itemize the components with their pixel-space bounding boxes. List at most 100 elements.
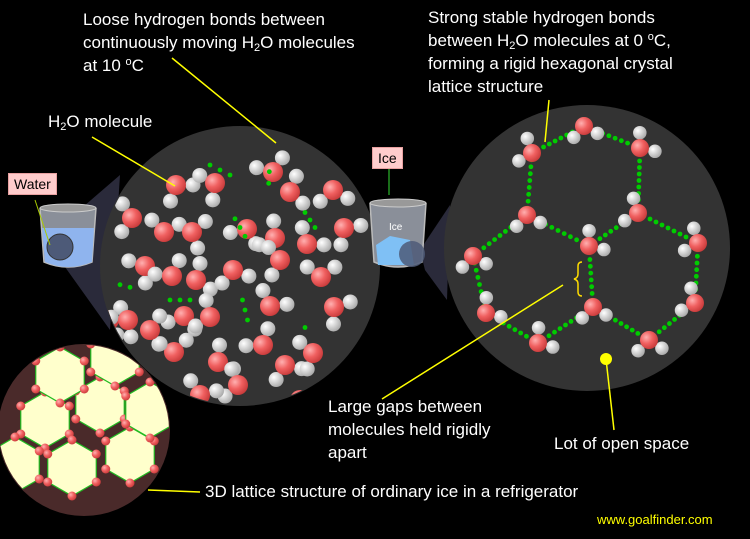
- hydrogen-atom: [260, 321, 276, 337]
- oxygen-atom: [270, 250, 290, 270]
- hydrogen-bond-dot: [653, 219, 659, 225]
- oxygen-atom: [162, 266, 182, 286]
- hydrogen-bond-dot: [612, 135, 618, 141]
- hydrogen-bond-dot: [558, 135, 564, 141]
- open-space-caption: Lot of open space: [554, 434, 690, 453]
- website-link[interactable]: www.goalfinder.com: [597, 512, 713, 527]
- hydrogen-bond-dot: [492, 237, 497, 243]
- water-molecule: [529, 320, 560, 354]
- lattice-atom: [134, 367, 144, 377]
- hydrogen-bond-dot: [694, 260, 700, 266]
- hydrogen-atom: [114, 224, 130, 240]
- hydrogen-bond-dot: [527, 178, 533, 183]
- hydrogen-bond-dot: [661, 325, 667, 331]
- hydrogen-bond-dot: [636, 171, 642, 177]
- hydrogen-bond-dot: [552, 138, 558, 144]
- caption-line: at 10 oC: [83, 54, 355, 77]
- water-molecule: [186, 255, 218, 297]
- water-molecule: [618, 191, 647, 228]
- hydrogen-atom: [626, 191, 641, 206]
- oxygen-atom: [205, 173, 225, 193]
- loose-bonds-caption: Loose hydrogen bonds between continuousl…: [83, 8, 355, 77]
- beaker-ice-label: Ice: [389, 222, 403, 233]
- hydrogen-bond-dot: [473, 267, 479, 273]
- hydrogen-bond-dot: [636, 184, 642, 190]
- hydrogen-atom: [575, 311, 589, 325]
- text: H: [48, 112, 61, 131]
- hydrogen-bond-dot: [589, 291, 595, 296]
- lattice-atom: [86, 345, 96, 349]
- hydrogen-bond-dot: [481, 245, 487, 251]
- lattice-atom: [91, 477, 101, 487]
- hydrogen-atom: [494, 310, 508, 324]
- lattice-atom: [110, 381, 120, 391]
- hydrogen-bond-dot: [217, 167, 223, 173]
- oxygen-atom: [631, 139, 649, 157]
- text: between H: [428, 31, 510, 50]
- hydrogen-bond-dot: [555, 228, 561, 233]
- water-molecule: [580, 223, 611, 257]
- hydrogen-bond-dot: [541, 144, 546, 150]
- hydrogen-bond-dot: [232, 216, 238, 222]
- caption-line: between H2O molecules at 0 oC,: [428, 29, 673, 52]
- lattice-atom: [71, 414, 81, 424]
- hydrogen-bond-dot: [187, 297, 193, 303]
- hydrogen-bond-dot: [597, 236, 603, 242]
- water-molecule: [183, 373, 224, 405]
- hydrogen-atom: [238, 338, 254, 354]
- hydrogen-bond-dot: [486, 241, 492, 247]
- water-molecule: [294, 220, 332, 254]
- subscript: 2: [509, 40, 516, 52]
- hydrogen-bond-dot: [307, 217, 313, 223]
- hydrogen-atom: [479, 257, 493, 271]
- hydrogen-bond-dot: [302, 210, 308, 215]
- caption-line: Strong stable hydrogen bonds: [428, 8, 655, 27]
- lattice-atom: [125, 478, 135, 488]
- lattice-atom: [67, 491, 77, 501]
- lattice-atom: [170, 392, 179, 401]
- hydrogen-bond-dot: [526, 185, 532, 190]
- hydrogen-atom: [340, 190, 356, 206]
- hydrogen-atom: [546, 340, 560, 354]
- hydrogen-bond-dot: [237, 225, 243, 230]
- hydrogen-atom: [183, 373, 199, 389]
- hydrogen-atom: [590, 126, 605, 141]
- hydrogen-bond-dot: [694, 267, 700, 273]
- hydrogen-atom: [268, 372, 284, 388]
- hydrogen-bond-dot: [525, 198, 531, 204]
- hydrogen-bond-dot: [245, 317, 250, 323]
- oxygen-atom: [575, 117, 593, 135]
- lattice-atom: [34, 446, 44, 456]
- hydrogen-bond-dot: [665, 225, 671, 231]
- molecule-caption: H2O molecule: [48, 110, 152, 133]
- oxygen-atom: [477, 304, 495, 322]
- ice-hexagonal-lattice: [455, 117, 707, 358]
- water-molecule: [182, 213, 213, 256]
- hydrogen-atom: [455, 260, 470, 274]
- hydrogen-bond-dot: [568, 234, 573, 240]
- hydrogen-atom: [114, 196, 130, 212]
- hydrogen-bond-dot: [613, 225, 619, 231]
- water-molecule: [512, 131, 541, 168]
- hydrogen-bond-dot: [518, 330, 524, 336]
- caption-line: continuously moving H2O molecules: [83, 31, 355, 54]
- oxygen-atom: [237, 219, 257, 239]
- hydrogen-bond-dot: [563, 322, 568, 328]
- lattice-atom: [34, 474, 44, 484]
- text: O molecule: [66, 112, 153, 131]
- hydrogen-atom: [266, 213, 282, 229]
- hydrogen-bond-dot: [506, 323, 512, 329]
- hydrogen-atom: [582, 223, 596, 238]
- hydrogen-bond-dot: [302, 325, 308, 330]
- hydrogen-bond-dot: [683, 234, 689, 240]
- water-molecule: [674, 281, 704, 317]
- oxygen-atom: [689, 234, 707, 252]
- hydrogen-bond-dot: [606, 133, 612, 139]
- hydrogen-atom: [687, 221, 701, 236]
- hydrogen-atom: [212, 337, 228, 353]
- hydrogen-bond-dot: [475, 274, 481, 280]
- hydrogen-atom: [325, 316, 341, 332]
- 3d-lattice-structure: [0, 345, 179, 501]
- caption-line: molecules held rigidly: [328, 420, 491, 439]
- hydrogen-atom: [192, 167, 208, 183]
